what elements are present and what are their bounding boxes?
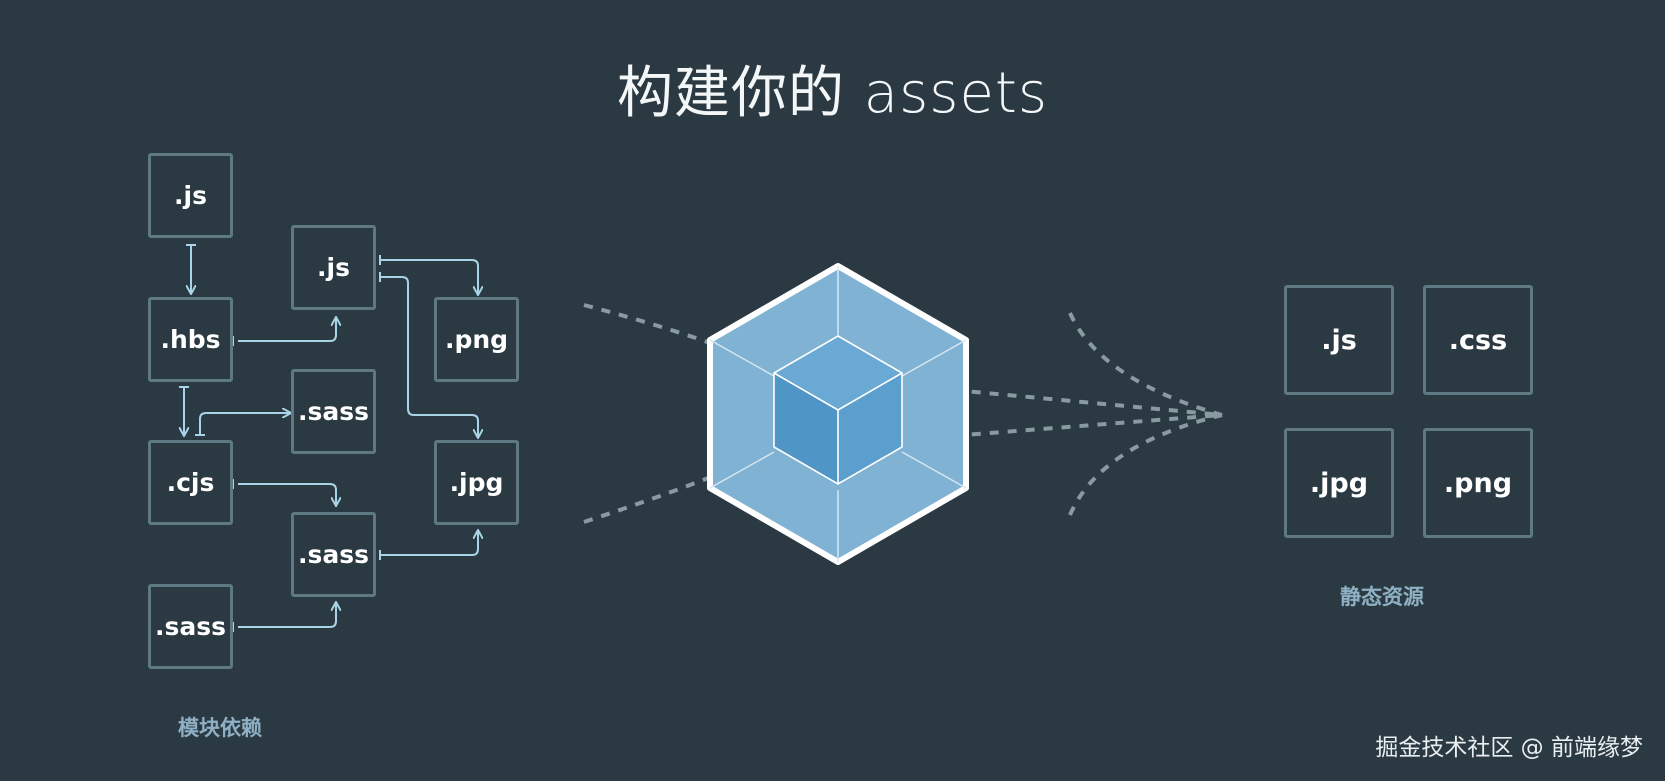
dash-in-top: [583, 303, 717, 347]
node-hbs: .hbs: [148, 297, 233, 382]
node-sass: .sass: [291, 369, 376, 454]
node-jpg: .jpg: [434, 440, 519, 525]
arrow-sass3-to-sass2: [238, 603, 336, 628]
watermark: 掘金技术社区 @ 前端缘梦: [1375, 735, 1643, 761]
node-js: .js: [148, 153, 233, 238]
dash-in-bottom: [583, 473, 717, 524]
node-png: .png: [434, 297, 519, 382]
output-js: .js: [1284, 285, 1394, 395]
diagram-title: 构建你的 assets: [616, 61, 1049, 126]
arrow-cjs-to-sass: [199, 413, 290, 435]
arrow-sass2-to-jpg: [380, 531, 478, 556]
output-png: .png: [1423, 428, 1533, 538]
arrow-js-to-jpg: [380, 276, 478, 437]
output-jpg: .jpg: [1284, 428, 1394, 538]
arrow-hbs-to-js: [238, 318, 336, 342]
node-sass-3: .sass: [148, 584, 233, 669]
arrow-cjs-to-sass2: [238, 483, 336, 505]
output-css: .css: [1423, 285, 1533, 395]
right-caption: 静态资源: [1340, 585, 1424, 609]
node-sass-2: .sass: [291, 512, 376, 597]
left-caption: 模块依赖: [178, 716, 262, 740]
dash-out-top: [1068, 312, 1223, 417]
arrow-js-to-png: [380, 259, 478, 294]
dash-out-bottom: [1068, 413, 1223, 516]
node-cjs: .cjs: [148, 440, 233, 525]
webpack-cube-icon: [707, 263, 969, 565]
node-js-2: .js: [291, 225, 376, 310]
